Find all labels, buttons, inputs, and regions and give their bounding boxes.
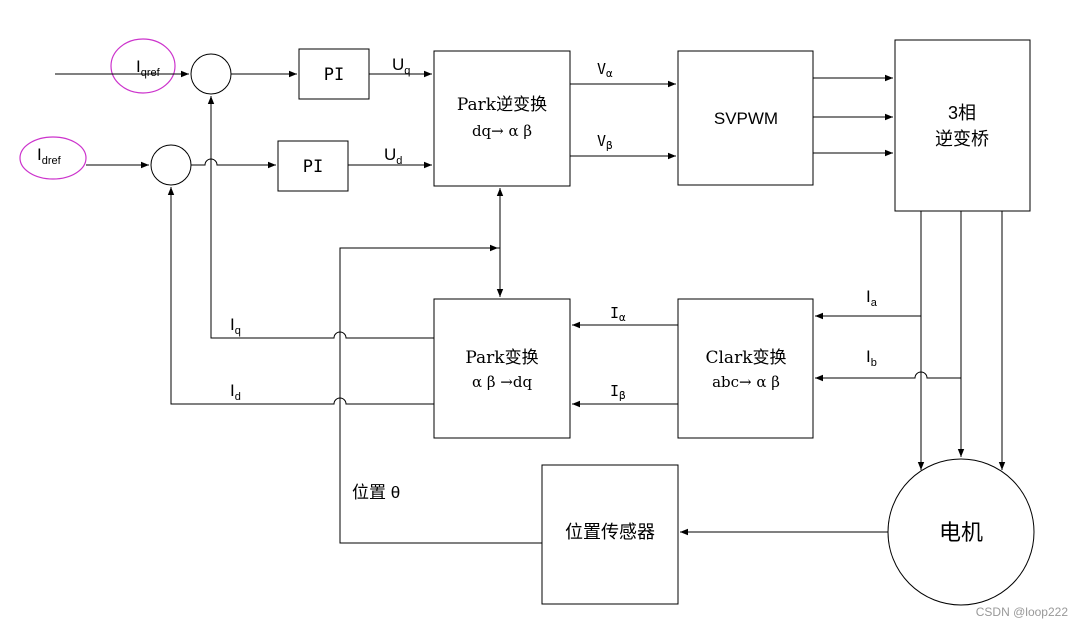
valpha-label: Vα bbox=[597, 60, 613, 80]
iqref-highlight bbox=[110, 38, 176, 94]
inv-park-block bbox=[433, 50, 571, 187]
inv-park-text-1: Park逆变换 bbox=[457, 95, 547, 115]
park-block bbox=[433, 298, 571, 439]
clark-text-2: abc→ α β bbox=[712, 373, 780, 391]
motor-text: 电机 bbox=[939, 520, 983, 545]
iqref-label: Iqref bbox=[136, 57, 161, 79]
ia-label: Ia bbox=[866, 287, 878, 309]
position-sensor-text: 位置传感器 bbox=[565, 522, 655, 542]
wire-id-feedback bbox=[167, 187, 434, 405]
idref-label: Idref bbox=[37, 145, 62, 167]
vbeta-label: Vβ bbox=[597, 132, 613, 152]
ibeta-label: Iβ bbox=[610, 382, 626, 402]
position-sensor-block bbox=[541, 464, 679, 605]
uq-label: Uq bbox=[392, 55, 410, 77]
idref-highlight bbox=[19, 136, 87, 180]
wire-iq-feedback bbox=[207, 96, 434, 339]
ib-label: Ib bbox=[866, 347, 877, 369]
park-text-1: Park变换 bbox=[465, 348, 538, 368]
clark-block bbox=[677, 298, 814, 439]
clark-text-1: Clark变换 bbox=[705, 348, 786, 368]
wire-ib bbox=[815, 371, 961, 382]
pi-d-block bbox=[277, 140, 349, 192]
ud-label: Ud bbox=[384, 145, 402, 167]
pi-d-text: PI bbox=[303, 157, 323, 177]
wire-sumd-pi bbox=[191, 158, 276, 169]
id-label: Id bbox=[230, 381, 241, 403]
inverter-text-1: 3相 bbox=[948, 103, 976, 123]
sum-junction-q bbox=[190, 53, 232, 95]
theta-label: 位置 θ bbox=[352, 483, 400, 502]
inverter-text-2: 逆变桥 bbox=[935, 129, 989, 149]
watermark: CSDN @loop222 bbox=[976, 605, 1069, 619]
inv-park-text-2: dq→ α β bbox=[472, 122, 532, 140]
park-text-2: α β →dq bbox=[472, 373, 533, 391]
svpwm-block bbox=[677, 50, 814, 186]
iq-label: Iq bbox=[230, 315, 241, 337]
inverter-block bbox=[894, 39, 1031, 212]
pi-q-text: PI bbox=[324, 65, 344, 85]
sum-junction-d bbox=[150, 144, 192, 186]
pi-q-block bbox=[298, 48, 370, 100]
ialpha-label: Iα bbox=[610, 304, 626, 324]
svpwm-text: SVPWM bbox=[714, 109, 778, 128]
